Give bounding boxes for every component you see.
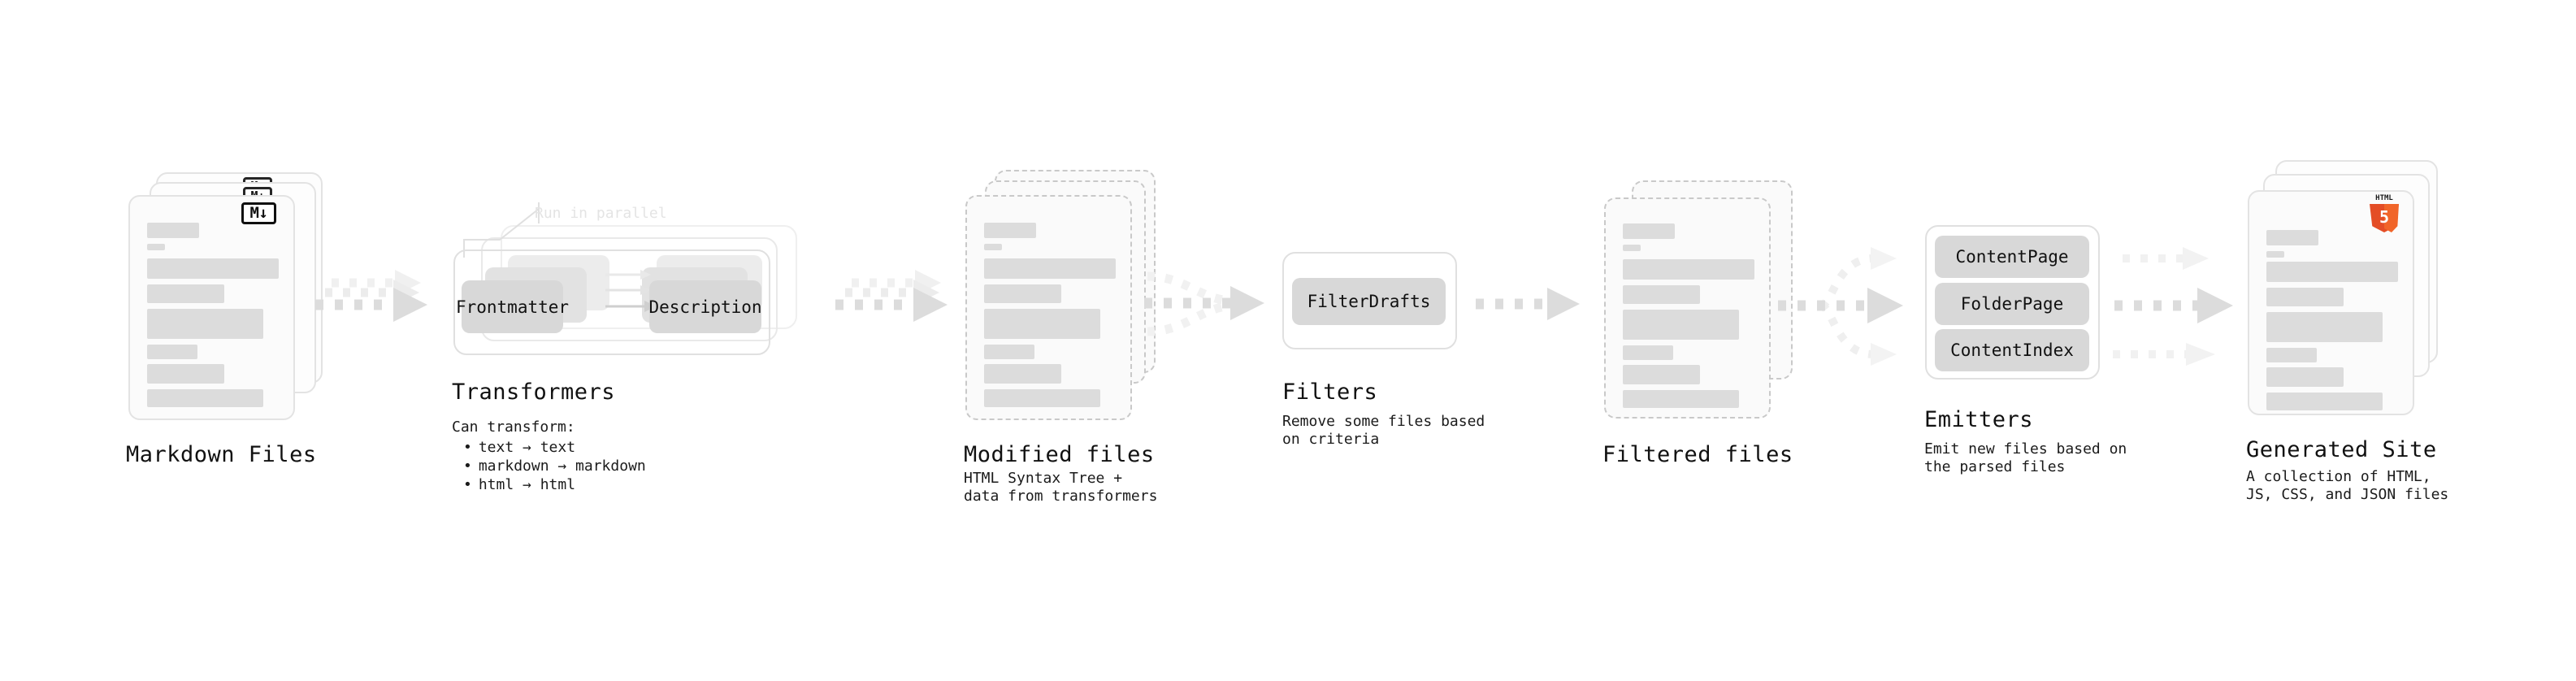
stage-title-modified-files: Modified files [964,442,1155,467]
skeleton-bar [1623,245,1641,251]
skeleton-bar [2266,393,2383,410]
skeleton-bar [984,258,1116,279]
markdown-file-card-front [128,195,295,420]
transformers-bullet: html → html [463,475,646,494]
skeleton-bar [2266,367,2344,387]
skeleton-bar [147,244,165,250]
modified-file-card-front [965,195,1132,420]
arrow-modified-to-filters [1144,271,1264,336]
markdown-icon-label: M↓ [249,204,268,222]
filtered-file-card-front [1604,197,1771,419]
transformer-node-frontmatter-label: Frontmatter [455,297,570,317]
arrow-filtered-to-emitters [1778,247,1903,366]
run-in-parallel-label: Run in parallel [535,205,667,222]
skeleton-bar [2266,251,2284,258]
skeleton-bar [147,223,199,238]
filter-node-filterdrafts[interactable]: FilterDrafts [1292,278,1446,325]
arrow-markdown-to-transformers [315,270,427,322]
skeleton-bar [147,284,224,303]
stage-title-generated-site: Generated Site [2246,437,2437,462]
stage-subtitle-generated-site: A collection of HTML, JS, CSS, and JSON … [2246,468,2449,503]
skeleton-bar [1623,390,1739,408]
emitter-node-folderpage[interactable]: FolderPage [1935,283,2089,325]
stage-title-filtered-files: Filtered files [1602,442,1793,467]
transformer-node-frontmatter[interactable]: Frontmatter [456,280,569,333]
skeleton-bar [1623,285,1700,304]
stage-title-markdown-files: Markdown Files [126,442,317,467]
skeleton-bar [2266,288,2344,306]
transformers-bullet: markdown → markdown [463,457,646,475]
stage-title-emitters: Emitters [1924,407,2034,432]
skeleton-bar [1623,259,1754,280]
emitter-node-folderpage-label: FolderPage [1960,294,2064,314]
skeleton-bar [984,244,1002,250]
skeleton-bar [984,223,1036,238]
skeleton-bar [1623,310,1739,340]
skeleton-bar [147,345,197,359]
html5-five: 5 [2379,206,2390,227]
skeleton-bar [2266,312,2383,342]
skeleton-bar [2266,348,2317,362]
skeleton-bar [2266,262,2398,282]
skeleton-bar [984,364,1061,384]
stage-subtitle-emitters: Emit new files based on the parsed files [1924,440,2127,475]
stage-title-filters: Filters [1282,380,1378,405]
skeleton-bar [984,345,1034,359]
stage-subtitle-modified-files: HTML Syntax Tree + data from transformer… [964,470,1158,505]
skeleton-bar [984,309,1100,339]
skeleton-bar [147,364,224,384]
emitter-node-contentindex-label: ContentIndex [1950,340,2074,360]
transformers-bullets-header: Can transform: [452,419,575,436]
skeleton-bar [1623,365,1700,384]
html5-icon-label: HTML [2375,194,2393,202]
skeleton-bar [984,284,1061,303]
skeleton-bar [147,258,279,279]
markdown-icon: M↓ [241,202,276,224]
skeleton-bar [2266,230,2318,245]
skeleton-bar [984,389,1100,407]
transformer-node-description[interactable]: Description [648,280,762,333]
run-in-parallel-bracket [463,202,540,258]
emitter-node-contentpage[interactable]: ContentPage [1935,236,2089,278]
filter-node-filterdrafts-label: FilterDrafts [1307,292,1431,311]
arrow-filters-to-filtered [1476,288,1580,320]
stage-title-transformers: Transformers [452,380,616,405]
html5-shield-inner [2384,204,2399,232]
html5-icon: HTML 5 [2370,195,2399,232]
skeleton-bar [147,309,263,339]
arrow-transformers-to-modified [835,270,948,322]
emitter-node-contentindex[interactable]: ContentIndex [1935,329,2089,371]
transformers-bullets: Can transform: text → text markdown → ma… [452,418,646,494]
skeleton-bar [1623,223,1675,239]
skeleton-bar [147,389,263,407]
arrow-emitters-to-generated-site [2113,247,2233,366]
transformers-bullet: text → text [463,438,646,457]
emitter-node-contentpage-label: ContentPage [1955,247,2069,267]
stage-subtitle-filters: Remove some files based on criteria [1282,413,1485,448]
transformer-inner-arrows [605,270,657,312]
skeleton-bar [1623,345,1673,360]
transformers-group-front [453,249,770,355]
transformer-node-description-label: Description [648,297,762,317]
